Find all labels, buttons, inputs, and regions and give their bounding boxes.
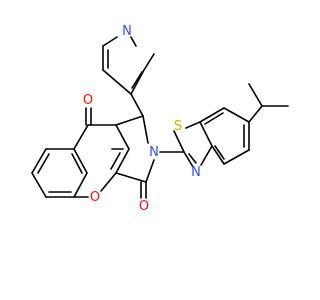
bond	[31, 148, 47, 174]
bond	[188, 153, 197, 164]
bond	[214, 145, 225, 160]
bond	[73, 124, 89, 150]
bond	[115, 148, 130, 174]
bond	[183, 151, 194, 168]
bond	[110, 152, 121, 170]
bond	[248, 105, 263, 123]
bond	[143, 53, 155, 71]
bond	[73, 148, 88, 174]
bond	[204, 112, 224, 125]
bond	[248, 83, 263, 107]
bond	[130, 69, 145, 95]
atom-thiazole-nitrogen: N	[191, 165, 201, 180]
bond	[102, 69, 132, 95]
bond	[142, 115, 149, 144]
bond	[173, 130, 185, 153]
bond	[73, 172, 88, 198]
bond	[130, 93, 144, 117]
bond	[102, 36, 118, 47]
atom-imide-nitrogen: N	[149, 145, 159, 160]
bond	[130, 36, 137, 47]
bond	[223, 107, 250, 123]
atom-pyridine-nitrogen: N	[122, 24, 132, 39]
atom-oxo-right: O	[139, 199, 149, 214]
atom-ring-oxygen: O	[90, 190, 100, 205]
bond	[185, 121, 201, 129]
bond	[200, 145, 213, 166]
molecule-svg: O O O N N S N	[31, 24, 289, 214]
molecule-structure-drawing: O O O N N S N	[31, 24, 289, 214]
bond	[145, 159, 155, 183]
bonds	[31, 36, 289, 199]
bond	[131, 71, 143, 89]
bond	[199, 107, 225, 123]
atom-thiazole-sulfur: S	[174, 119, 182, 134]
bond	[115, 115, 144, 126]
atom-labels: O O O N N S N	[83, 24, 201, 214]
bond	[31, 172, 47, 198]
bond	[100, 172, 117, 192]
bond	[211, 145, 225, 165]
bond	[71, 153, 83, 174]
bond	[223, 149, 250, 165]
bond	[115, 124, 130, 150]
bond	[37, 153, 50, 174]
atom-oxo-top: O	[83, 93, 93, 108]
bond	[115, 172, 147, 183]
bond	[199, 121, 213, 147]
